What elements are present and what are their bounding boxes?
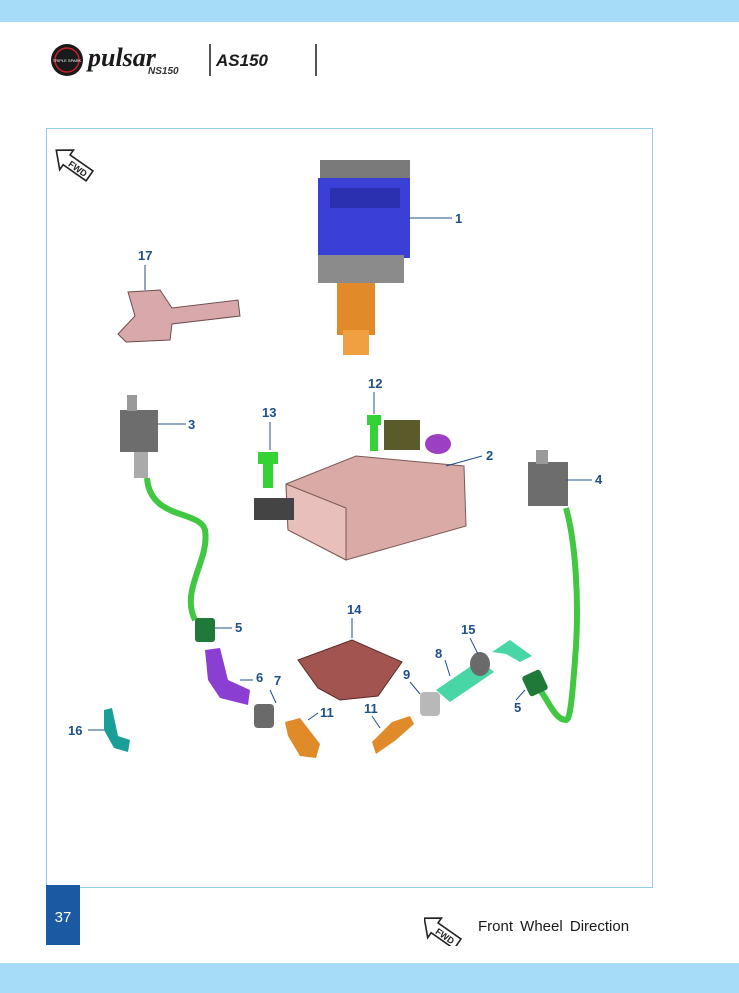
brand-logo: TRIPLE SPARK pulsar NS150 AS150 — [51, 43, 317, 77]
fwd-legend-icon: FWD — [424, 917, 463, 946]
bracket-17 — [117, 265, 241, 343]
callout-5-left: 5 — [235, 620, 243, 635]
top-band — [0, 0, 739, 22]
callout-7: 7 — [274, 673, 282, 688]
callout-3: 3 — [188, 417, 196, 432]
ring-15 — [469, 637, 490, 676]
callout-2: 2 — [486, 448, 494, 463]
diagram-frame — [46, 128, 653, 888]
fwd-legend-text: Front Wheel Direction — [478, 918, 630, 935]
bolt-12 — [367, 392, 381, 451]
plug-cap-9 — [409, 681, 440, 716]
connector-5-left — [195, 618, 232, 642]
callout-13: 13 — [262, 405, 277, 420]
plug-cap-6 — [205, 648, 253, 705]
callout-4: 4 — [595, 472, 603, 487]
ecu-unit — [318, 160, 452, 355]
fwd-arrow-icon: FWD — [55, 149, 95, 182]
control-box-2 — [254, 420, 483, 561]
bracket-16 — [88, 708, 130, 752]
connector-5-right — [515, 669, 548, 701]
brand-model-variant: NS150 — [148, 66, 179, 77]
callout-16: 16 — [68, 723, 83, 738]
page-number: 37 — [46, 885, 80, 945]
brand-model-name: pulsar — [86, 43, 157, 72]
ignition-coil-3 — [120, 395, 209, 622]
callout-6: 6 — [256, 670, 264, 685]
callout-1: 1 — [455, 211, 463, 226]
brand-second-model: AS150 — [215, 51, 269, 70]
callout-15: 15 — [461, 622, 476, 637]
callout-8: 8 — [435, 646, 443, 661]
spark-plug-11-right — [371, 715, 414, 754]
spark-plug-11-left — [285, 712, 320, 758]
plug-cap-7 — [254, 689, 277, 728]
plate-14 — [297, 618, 403, 701]
bottom-band — [0, 963, 739, 993]
callout-12: 12 — [368, 376, 383, 391]
brand-badge-text: TRIPLE SPARK — [53, 58, 82, 63]
bolt-13 — [258, 422, 278, 488]
ignition-coil-4 — [528, 450, 592, 724]
callout-11-left: 11 — [320, 705, 334, 720]
callout-9: 9 — [403, 667, 411, 682]
callout-14: 14 — [347, 602, 362, 617]
callout-11-right: 11 — [364, 701, 378, 716]
callout-5-right: 5 — [514, 700, 522, 715]
callout-17: 17 — [138, 248, 153, 263]
